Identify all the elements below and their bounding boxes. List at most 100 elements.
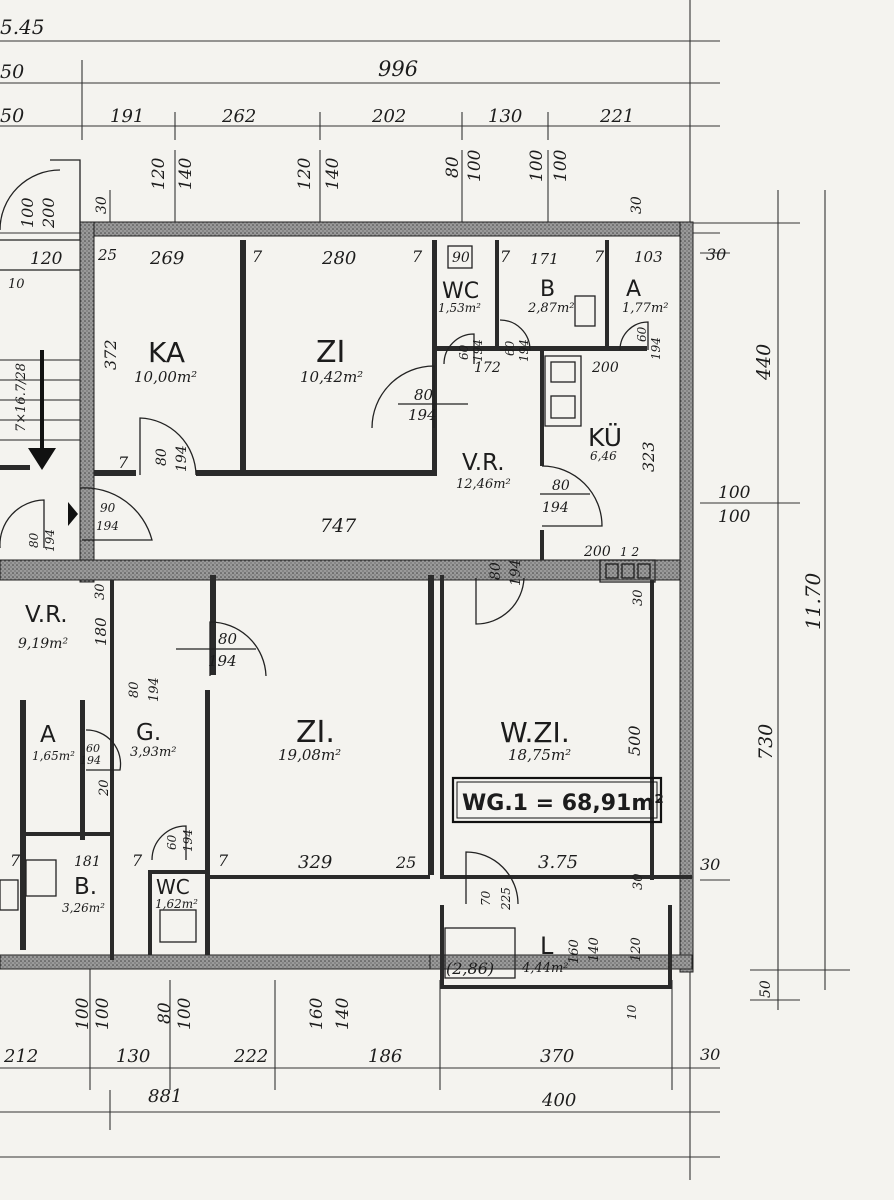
room-zi1-area: 10,42m²	[300, 368, 363, 386]
door-wzi-w: 80	[488, 562, 504, 580]
bottom-pair-1-a: 100	[73, 997, 93, 1030]
door-b1-h: 194	[517, 339, 531, 362]
bottom-segment-2: 130	[116, 1046, 150, 1067]
opening-4-b: 100	[551, 149, 571, 182]
d7a-label: 7	[252, 247, 263, 266]
door-a2-h: 194	[80, 754, 101, 767]
door-a1-w: 60	[635, 326, 649, 342]
room-a1-area: 1,77m²	[622, 301, 668, 316]
d181-label: 181	[74, 854, 101, 870]
room-b1-name: B	[540, 277, 555, 302]
staircase	[0, 159, 81, 526]
b-width-label: 171	[530, 250, 559, 268]
opening-3-b: 100	[465, 149, 485, 182]
room-l-area: 4,44m²	[521, 961, 568, 976]
d200-label: 200	[591, 360, 619, 376]
room-zi2-area: 19,08m²	[278, 746, 341, 764]
fixtures	[0, 245, 663, 979]
right-100-b: 100	[718, 507, 751, 527]
d25-label: 25	[97, 246, 117, 264]
door-swings	[0, 319, 649, 905]
door-wc1-w: 60	[457, 344, 471, 360]
bottom-pair-2-b: 100	[175, 997, 195, 1030]
d7g-label: 7	[10, 851, 21, 870]
zi-width-label: 280	[321, 248, 356, 269]
d7d-label: 7	[594, 247, 605, 266]
wzi-width-label: 3.75	[538, 852, 578, 873]
outer-walls	[0, 221, 694, 973]
room-b1-area: 2,87m²	[527, 301, 574, 316]
room-g-area: 3,93m²	[130, 745, 176, 760]
d10b-label: 10	[625, 1004, 639, 1020]
door-ka-h: 194	[174, 445, 190, 472]
stair-pair-b: 200	[39, 197, 58, 229]
room-vr2-name: V.R.	[25, 602, 68, 628]
l-pair-b: 140	[587, 937, 602, 962]
d10-label: 10	[8, 277, 25, 292]
bottom-dimension-lines	[0, 960, 720, 1158]
l-pair-a: 160	[567, 939, 582, 964]
bottom-segment-5: 370	[540, 1046, 574, 1067]
left-30-label: 30	[93, 583, 108, 600]
d200b-label: 200	[583, 544, 611, 560]
door-zi1-w: 80	[414, 386, 434, 404]
door-zi1-h: 194	[408, 406, 437, 424]
room-labels: KA 10,00m² ZI 10,42m² WC 1,53m² B 2,87m²…	[18, 277, 668, 976]
opening-1-b: 140	[176, 157, 196, 190]
d7f-label: 7	[218, 851, 229, 870]
upper-dimension-labels: 25 269 7 280 7 90 7 171 7 103 120 10 7×1…	[8, 246, 663, 560]
bottom-overall: 881	[148, 1086, 182, 1107]
ku-height-label: 323	[639, 441, 658, 472]
bottom-pair-3-a: 160	[307, 997, 327, 1030]
top-overall-label: 996	[378, 57, 418, 81]
left-180-label: 180	[92, 617, 110, 646]
room-vr1-area: 12,46m²	[456, 477, 511, 492]
door-zi2-h: 194	[208, 652, 237, 670]
right-50: 50	[758, 980, 774, 998]
l-286-label: (2,86)	[446, 959, 494, 978]
room-g-name: G.	[136, 720, 161, 746]
inner-walls	[0, 240, 692, 989]
d7e-label: 7	[118, 453, 129, 472]
bottom-segment-3: 222	[233, 1046, 268, 1067]
door-l-h: 225	[499, 887, 513, 911]
top-segment-4: 130	[488, 106, 522, 127]
room-ka-name: KA	[148, 336, 185, 369]
right-lower-height: 730	[755, 724, 777, 760]
d30a-label: 30	[631, 873, 646, 890]
room-ku-area: 6,46	[590, 449, 617, 463]
door-labels: 80 194 80 194 60 194 60 194 60 194 80 19…	[27, 326, 663, 911]
door-ka-w: 80	[154, 448, 170, 466]
bottom-segment-1: 212	[3, 1046, 38, 1067]
room-zi1-name: ZI	[316, 335, 345, 370]
room-vr2-area: 9,19m²	[18, 636, 68, 652]
door-wc2-w: 60	[165, 834, 179, 850]
corner-30-label: 30	[629, 196, 645, 214]
door-b1-w: 60	[503, 340, 517, 356]
d7c-label: 7	[500, 247, 511, 266]
top-dimension-labels: 5.45 996 50 50 191 262 202 130 221 120 1…	[0, 15, 645, 229]
wzi-height-label: 500	[625, 725, 644, 756]
bottom-pair-1-b: 100	[93, 997, 113, 1030]
room-wc2-name: WC	[156, 875, 190, 899]
opening-2-a: 120	[295, 157, 315, 190]
right-dimension-lines	[690, 190, 850, 1010]
opening-4-a: 100	[527, 149, 547, 182]
door-entry-h: 194	[96, 519, 119, 533]
top-segment-3: 202	[371, 106, 406, 127]
d20-label: 20	[97, 779, 112, 797]
top-segment-2: 262	[221, 106, 256, 127]
d7b-label: 7	[412, 247, 423, 266]
room-wc1-area: 1,53m²	[438, 301, 481, 315]
d120-label: 120	[629, 937, 644, 962]
right-upper-height: 440	[753, 344, 775, 381]
door-ku-w: 80	[552, 478, 570, 494]
room-wc2-area: 1,62m²	[155, 897, 198, 911]
door-wc1-h: 194	[471, 339, 485, 362]
bracket-12-label: 1 2	[620, 545, 639, 559]
room-l-name: L	[540, 932, 554, 960]
bottom-segment-4: 186	[368, 1046, 402, 1067]
lower-dimension-labels: 7 7 329 25 3.75 500 30 30 20 181 7 160 1…	[10, 589, 664, 1020]
right-total-height: 11.70	[801, 572, 825, 630]
